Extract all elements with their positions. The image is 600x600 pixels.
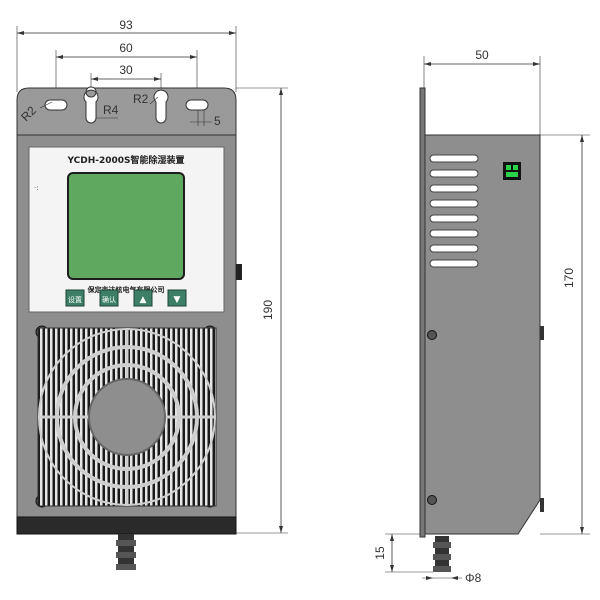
mounting-bracket	[16, 87, 237, 136]
arrow	[91, 77, 98, 81]
slot-hole-right	[185, 99, 209, 111]
confirm-button-label: 确认	[102, 295, 116, 304]
arrow	[279, 526, 283, 533]
dim-nozzle-diameter: Φ8	[465, 571, 482, 585]
arrow	[424, 62, 431, 66]
terminal-pin	[506, 165, 511, 170]
slot-hole-left	[44, 99, 68, 111]
radius-label-r4: R4	[103, 103, 119, 117]
slot-dimension: 5	[214, 114, 221, 128]
set-button[interactable]	[65, 289, 85, 307]
button-up[interactable]: ▲	[133, 289, 153, 307]
arrow	[580, 527, 584, 534]
drain-nozzle-side	[433, 536, 451, 572]
dim-width-holes: 60	[119, 41, 133, 55]
lcd-screen	[67, 172, 185, 280]
model-label: YCDH-2000S智能除湿装置	[66, 154, 184, 166]
up-button[interactable]	[133, 289, 153, 307]
screw-icon	[427, 330, 437, 340]
set-button-label: 设置	[68, 295, 82, 304]
arrow	[451, 576, 458, 580]
keyhole-left	[83, 86, 99, 124]
dim-width-keyholes: 30	[119, 63, 133, 77]
terminal-pin	[506, 172, 518, 177]
fan-hub	[88, 378, 166, 456]
leader-r2-right	[149, 96, 159, 105]
arrow	[56, 55, 63, 59]
screw-icon	[427, 495, 437, 505]
arrow	[533, 62, 540, 66]
button-set[interactable]: 设置	[65, 289, 85, 307]
indicator-mark: ·:	[34, 184, 39, 192]
dim-height-overall: 190	[261, 300, 275, 320]
side-bracket-plate	[419, 87, 426, 538]
arrow	[580, 135, 584, 142]
side-knob	[540, 326, 544, 340]
side-knob-bottom	[540, 498, 544, 512]
front-base	[16, 516, 237, 535]
arrow	[426, 576, 433, 580]
button-confirm[interactable]: 确认	[99, 289, 119, 307]
dim-nozzle-length: 15	[373, 546, 387, 560]
arrow	[229, 31, 236, 35]
company-label: 保定市达炫电气有限公司	[87, 285, 165, 294]
drain-nozzle-front	[116, 534, 136, 570]
side-housing	[424, 134, 541, 535]
arrow	[279, 88, 283, 95]
arrow	[390, 534, 394, 541]
keyhole-right	[153, 89, 169, 124]
vent-slots	[429, 154, 479, 268]
arrow	[390, 565, 394, 572]
dim-depth: 50	[475, 48, 489, 62]
confirm-button[interactable]	[99, 289, 119, 307]
terminal-pin	[513, 165, 518, 170]
arrow	[190, 55, 197, 59]
up-arrow-icon: ▲	[140, 295, 147, 305]
terminal-block	[503, 162, 521, 180]
radius-label-r2-right: R2	[133, 92, 149, 106]
arrow	[17, 31, 24, 35]
down-button[interactable]	[167, 289, 187, 307]
down-arrow-icon: ▼	[174, 295, 181, 305]
dim-width-overall: 93	[119, 18, 133, 32]
button-down[interactable]: ▼	[167, 289, 187, 307]
arrow	[154, 77, 161, 81]
leader-r2-left	[39, 101, 53, 109]
side-connector	[236, 264, 242, 280]
dim-side-height: 170	[562, 268, 576, 288]
